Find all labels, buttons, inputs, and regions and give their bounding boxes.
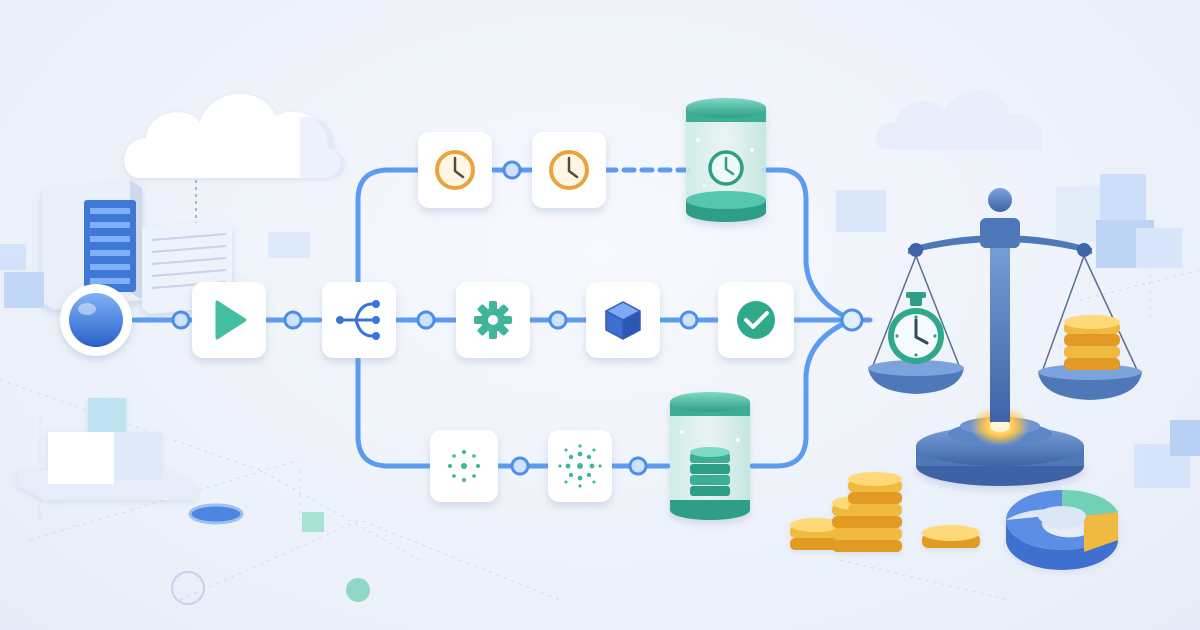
donut-chart-icon <box>1005 489 1118 570</box>
data-cubes-bottom-left <box>18 398 196 500</box>
portal-disc <box>188 503 244 525</box>
cube-icon <box>605 301 641 340</box>
play-icon <box>215 300 247 340</box>
input-node[interactable] <box>60 284 132 356</box>
connector-split-top <box>355 167 421 285</box>
data-cubes-left <box>0 232 310 308</box>
connector-split-bottom <box>355 355 433 469</box>
particle-cluster-icon <box>558 444 602 488</box>
cloud-icon <box>875 90 1044 150</box>
balance-scale-icon <box>868 188 1142 486</box>
connector-top-merge <box>761 167 855 323</box>
cloud-icon <box>124 94 346 178</box>
tiny-sphere <box>346 578 370 602</box>
stopwatch-icon <box>888 292 944 364</box>
particle-burst-icon <box>448 450 480 482</box>
connector-joints <box>171 160 699 476</box>
input-node-icon <box>69 293 123 347</box>
clock-icon <box>549 150 589 190</box>
gear-icon <box>474 301 512 339</box>
merge-node-icon <box>840 308 864 332</box>
data-cubes-right <box>836 174 1200 488</box>
connector-bottom-merge <box>749 317 855 469</box>
coin-stack-icon <box>790 472 980 552</box>
clock-icon <box>435 150 475 190</box>
coin-stack-icon <box>1064 315 1120 370</box>
branch-split-icon <box>336 300 380 340</box>
coin-buffer-icon <box>670 392 750 520</box>
ring-mark <box>171 571 205 605</box>
time-buffer-icon <box>686 98 766 222</box>
tiny-cube <box>302 512 324 532</box>
checkmark-icon <box>737 301 775 339</box>
